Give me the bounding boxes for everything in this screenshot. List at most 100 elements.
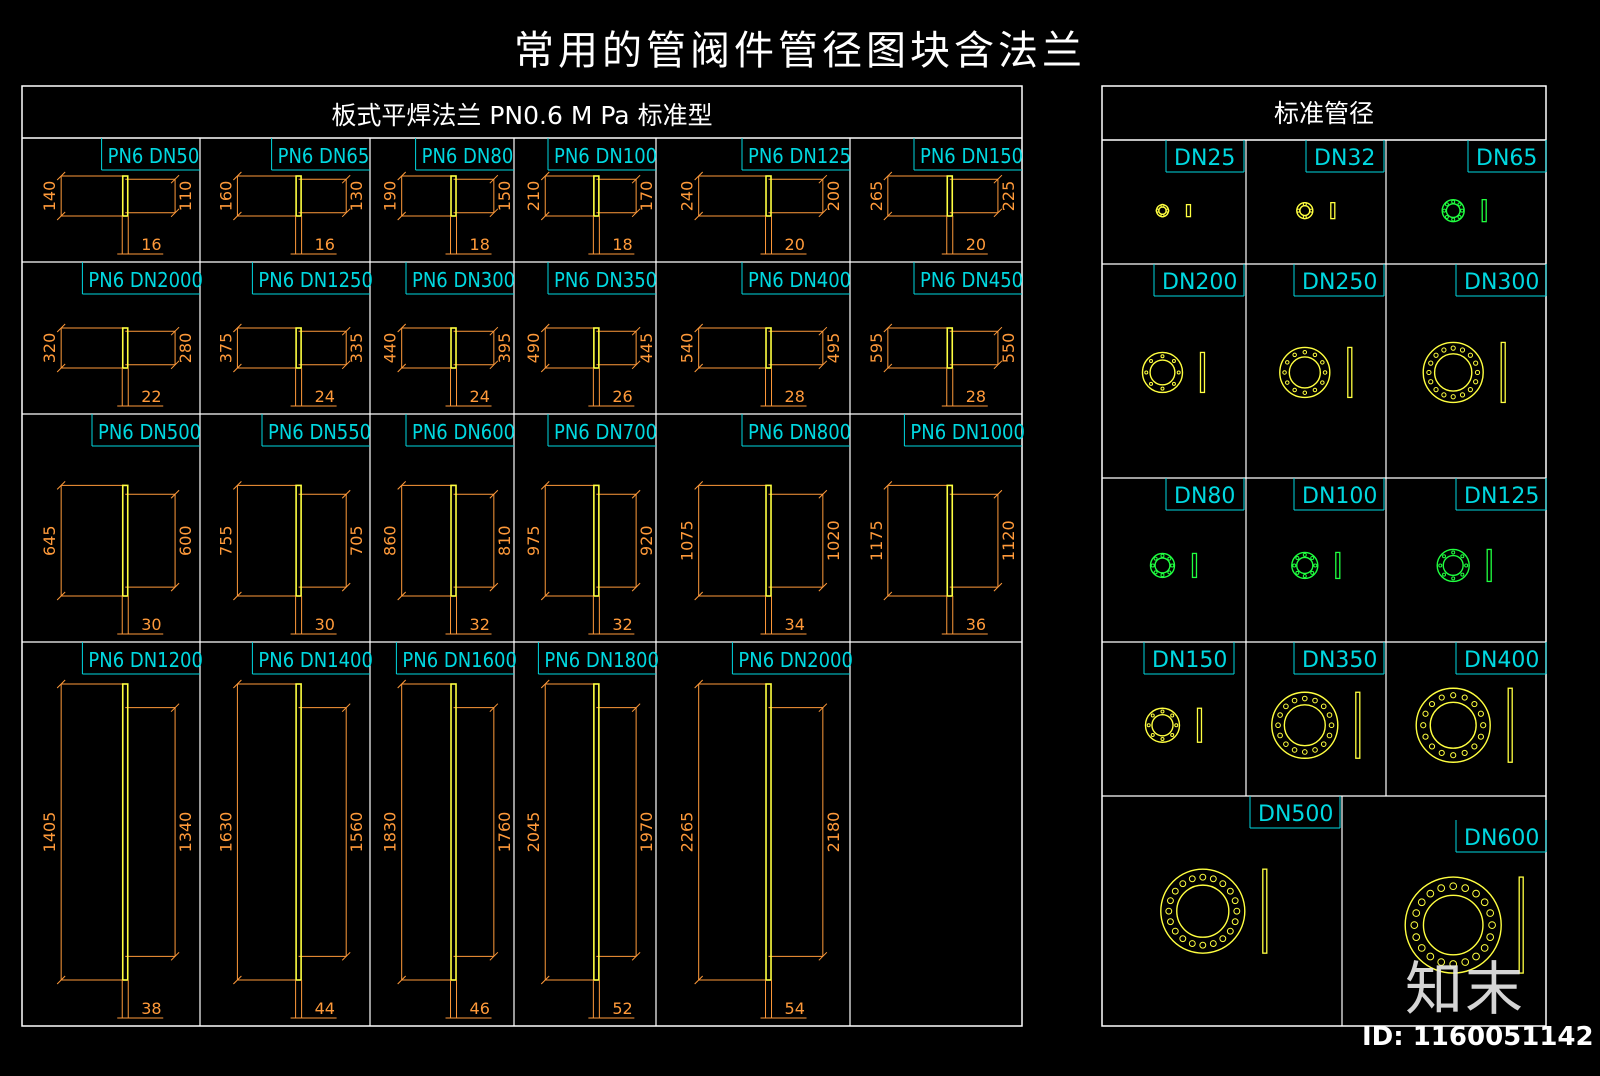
thickness-value: 36 bbox=[966, 615, 986, 634]
flange-ring-outer bbox=[1422, 341, 1484, 404]
flange-ring-inner bbox=[1433, 353, 1473, 392]
dim-tick bbox=[56, 323, 66, 333]
dim-tick bbox=[233, 171, 242, 181]
bolt-hole bbox=[1461, 694, 1468, 701]
bolt-hole bbox=[1160, 213, 1165, 218]
flange-ring-inner bbox=[1151, 714, 1174, 737]
inner-diameter-value: 1970 bbox=[637, 812, 656, 853]
bolt-hole bbox=[1160, 386, 1165, 391]
outer-diameter-value: 190 bbox=[381, 181, 400, 212]
flange-block-label: PN6 DN2000 bbox=[738, 648, 853, 672]
pipe-block-label: DN25 bbox=[1174, 146, 1235, 171]
pipe-block: DN32 bbox=[1296, 140, 1385, 220]
bolt-hole bbox=[1160, 737, 1165, 742]
dim-tick bbox=[993, 582, 1003, 592]
flange-block-label: PN6 DN1000 bbox=[910, 420, 1025, 444]
flange-block-label: PN6 DN2000 bbox=[88, 268, 203, 292]
flange-side-view bbox=[1355, 691, 1361, 759]
bolt-hole bbox=[1457, 202, 1462, 207]
outer-diameter-value: 490 bbox=[524, 333, 543, 364]
pipe-block-label: DN100 bbox=[1302, 484, 1377, 509]
bolt-hole bbox=[1322, 370, 1328, 375]
bolt-hole bbox=[1474, 369, 1481, 376]
inner-diameter-value: 150 bbox=[495, 181, 514, 212]
bolt-hole bbox=[1155, 208, 1160, 213]
bolt-hole bbox=[1209, 875, 1217, 883]
dim-tick bbox=[233, 481, 242, 490]
bolt-hole bbox=[1467, 387, 1473, 393]
outer-diameter-value: 595 bbox=[867, 333, 886, 364]
bolt-hole bbox=[1417, 898, 1426, 907]
flange-ring-inner bbox=[1288, 356, 1322, 389]
flange-plate bbox=[450, 175, 457, 217]
bolt-hole bbox=[1320, 741, 1327, 747]
bolt-hole bbox=[1467, 352, 1473, 358]
flange-ring-inner bbox=[1442, 554, 1464, 577]
main-frame bbox=[21, 85, 1547, 1027]
dim-tick bbox=[883, 591, 893, 601]
flange-ring-inner bbox=[1149, 359, 1176, 386]
dim-tick bbox=[883, 323, 893, 333]
bolt-hole bbox=[1428, 360, 1434, 366]
pipe-block-label: DN150 bbox=[1152, 648, 1227, 673]
thickness-value: 24 bbox=[315, 387, 335, 406]
dim-tick bbox=[170, 703, 180, 713]
bolt-hole bbox=[1171, 358, 1176, 363]
bolt-hole bbox=[1442, 208, 1447, 213]
dim-tick bbox=[489, 174, 499, 184]
bolt-hole bbox=[1233, 907, 1241, 915]
inner-diameter-value: 705 bbox=[347, 525, 366, 556]
bolt-hole bbox=[1160, 553, 1165, 558]
thickness-value: 30 bbox=[141, 615, 161, 634]
flange-side-view bbox=[1500, 341, 1506, 404]
flange-ring-inner bbox=[1422, 894, 1484, 956]
thickness-value: 34 bbox=[785, 615, 805, 634]
pipe-block-label: DN400 bbox=[1464, 648, 1539, 673]
dim-tick bbox=[694, 211, 704, 221]
dim-tick bbox=[993, 174, 1003, 184]
bolt-hole bbox=[1170, 563, 1175, 568]
dim-tick bbox=[631, 174, 641, 184]
dim-tick bbox=[540, 679, 550, 689]
bolt-hole bbox=[1426, 369, 1432, 376]
inner-diameter-value: 495 bbox=[824, 333, 843, 364]
dim-tick bbox=[540, 481, 550, 490]
bolt-hole bbox=[1460, 208, 1465, 213]
dim-tick bbox=[631, 326, 641, 336]
dim-tick bbox=[56, 211, 66, 221]
bolt-hole bbox=[1285, 380, 1290, 385]
bolt-hole bbox=[1146, 723, 1151, 728]
right-panel-border bbox=[1101, 85, 1547, 1027]
flange-block-label: PN6 DN100 bbox=[554, 144, 657, 168]
bolt-hole bbox=[1188, 875, 1196, 883]
dim-tick bbox=[694, 975, 704, 985]
dim-tick bbox=[883, 211, 893, 221]
dim-tick bbox=[818, 326, 828, 336]
bolt-hole bbox=[1464, 563, 1469, 568]
flange-plate bbox=[121, 175, 129, 217]
flange-block-label: PN6 DN150 bbox=[920, 144, 1023, 168]
thickness-value: 44 bbox=[315, 999, 335, 1018]
bolt-hole bbox=[1150, 563, 1155, 568]
bolt-hole bbox=[1302, 390, 1308, 395]
pipe-block-label: DN300 bbox=[1464, 270, 1539, 295]
flange-ring-outer bbox=[1160, 868, 1246, 954]
dim-tick bbox=[883, 171, 893, 181]
flange-plate bbox=[295, 175, 302, 217]
bolt-hole bbox=[1422, 733, 1429, 740]
bolt-hole bbox=[1301, 695, 1308, 702]
flange-ring-outer bbox=[1279, 346, 1331, 399]
outer-diameter-value: 755 bbox=[216, 525, 235, 556]
thickness-value: 54 bbox=[785, 999, 805, 1018]
bolt-hole bbox=[1165, 907, 1173, 915]
watermark-logo: 知末 bbox=[1405, 955, 1526, 1023]
dim-tick bbox=[397, 975, 407, 985]
dim-tick bbox=[170, 174, 180, 184]
thickness-value: 32 bbox=[470, 615, 490, 634]
thickness-value: 18 bbox=[612, 235, 632, 254]
bolt-hole bbox=[1160, 573, 1165, 578]
dim-tick bbox=[540, 975, 550, 985]
